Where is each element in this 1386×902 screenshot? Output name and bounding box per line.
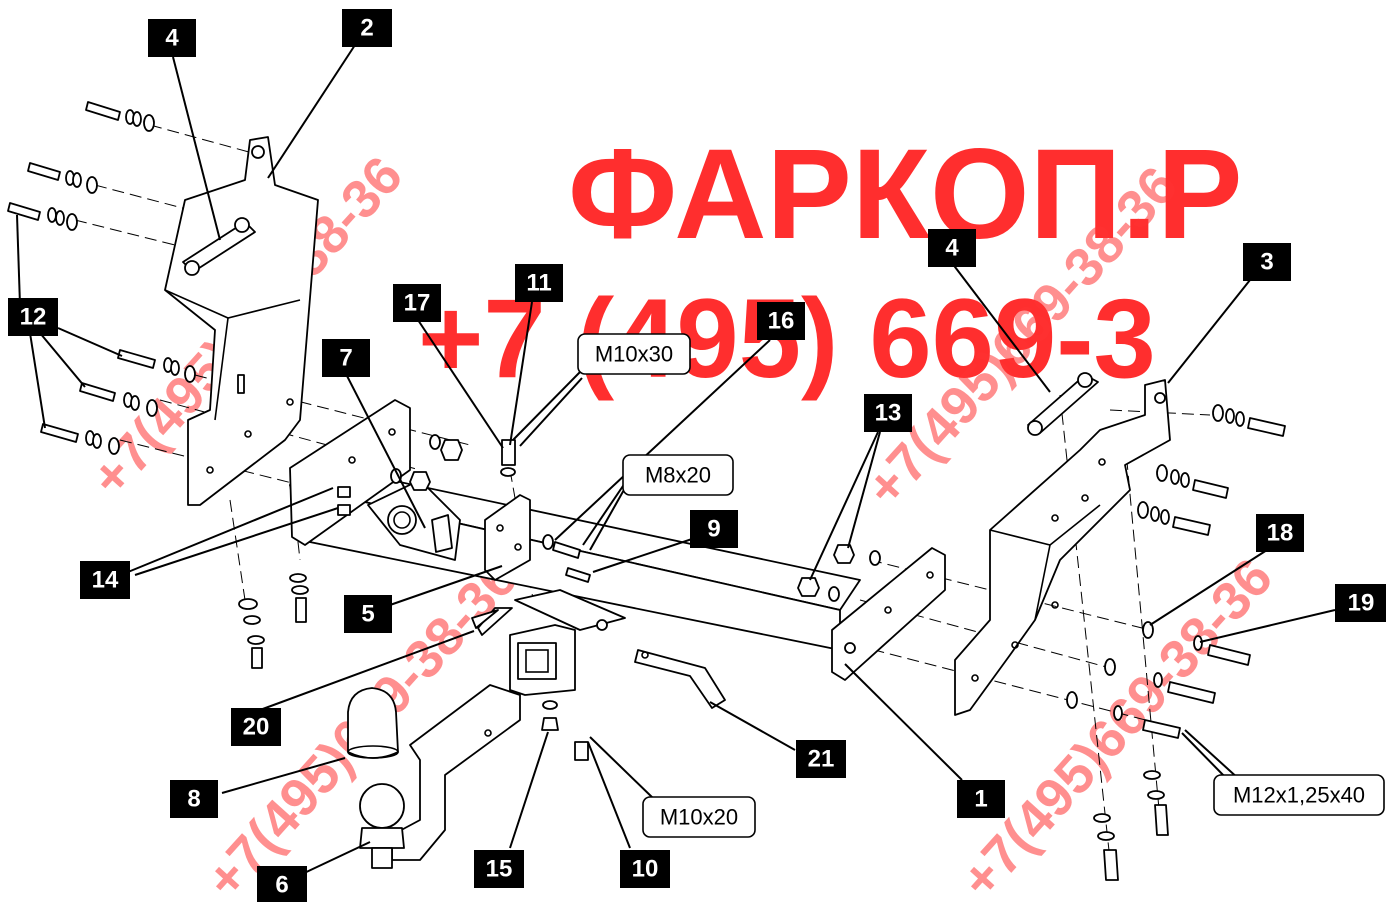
- part-tag-5: 5: [344, 595, 392, 633]
- svg-text:4: 4: [165, 25, 179, 52]
- receiver-tube: [477, 589, 626, 696]
- svg-text:17: 17: [404, 290, 431, 317]
- part-tag-6: 6: [257, 866, 307, 902]
- svg-text:8: 8: [187, 786, 200, 813]
- part-tag-3: 3: [1243, 243, 1291, 281]
- svg-text:10: 10: [632, 856, 659, 883]
- callout-m12x40: M12x1,25x40: [1213, 774, 1385, 816]
- center-fasteners: [238, 434, 881, 761]
- part-tag-15: 15: [474, 850, 524, 888]
- part-tag-20: 20: [231, 708, 281, 746]
- svg-text:3: 3: [1260, 249, 1273, 276]
- right-plate: [1027, 372, 1099, 436]
- part-tag-19: 19: [1335, 584, 1386, 622]
- callout-m10x30: M10x30: [577, 333, 691, 375]
- part-tag-4-left: 4: [148, 19, 196, 57]
- part-tag-12: 12: [8, 298, 58, 336]
- right-bolt-sets: [1066, 404, 1286, 881]
- part-tag-9: 9: [690, 510, 738, 548]
- left-plate: [182, 217, 256, 276]
- part-tag-7: 7: [322, 339, 370, 377]
- svg-text:9: 9: [707, 516, 720, 543]
- callout-m10x20: M10x20: [642, 796, 756, 838]
- svg-text:1: 1: [974, 786, 987, 813]
- svg-text:6: 6: [275, 872, 288, 899]
- svg-text:13: 13: [875, 400, 902, 427]
- callout-m8x20: M8x20: [622, 454, 734, 496]
- ball-mount: [347, 684, 521, 869]
- svg-text:5: 5: [361, 601, 374, 628]
- svg-text:11: 11: [526, 270, 551, 297]
- part-tag-11: 11: [515, 264, 563, 302]
- svg-text:M10x30: M10x30: [595, 342, 673, 367]
- part-tag-8: 8: [170, 780, 218, 818]
- part-tag-21: 21: [796, 740, 846, 778]
- part-tag-18: 18: [1256, 514, 1304, 552]
- svg-text:M8x20: M8x20: [645, 463, 711, 488]
- svg-text:15: 15: [486, 856, 513, 883]
- part-tag-4-right: 4: [928, 229, 976, 267]
- spacer-bar: [634, 649, 726, 709]
- svg-text:20: 20: [243, 714, 270, 741]
- part-tag-2: 2: [342, 9, 392, 47]
- svg-text:21: 21: [808, 746, 835, 773]
- svg-text:14: 14: [92, 567, 119, 594]
- leader-lines: [16, 44, 1336, 876]
- part-tag-10: 10: [620, 850, 670, 888]
- part-tag-13: 13: [864, 394, 912, 432]
- svg-text:7: 7: [339, 345, 352, 372]
- watermark-brand: ФАРКОП.Р: [568, 123, 1243, 266]
- left-bracket: [164, 136, 319, 506]
- svg-text:19: 19: [1348, 590, 1375, 617]
- svg-text:16: 16: [768, 308, 795, 335]
- svg-text:4: 4: [945, 235, 959, 262]
- main-crossbar: [289, 399, 946, 681]
- part-tag-14: 14: [80, 561, 130, 599]
- part-tag-1: 1: [957, 780, 1005, 818]
- part-tag-17: 17: [393, 284, 441, 322]
- svg-text:2: 2: [360, 15, 373, 42]
- svg-text:12: 12: [20, 304, 47, 331]
- right-bracket: [954, 379, 1171, 716]
- svg-text:M12x1,25x40: M12x1,25x40: [1233, 783, 1365, 808]
- part-tag-16: 16: [757, 302, 805, 340]
- svg-text:M10x20: M10x20: [660, 805, 738, 830]
- left-bolt-sets: [7, 101, 196, 455]
- svg-text:18: 18: [1267, 520, 1294, 547]
